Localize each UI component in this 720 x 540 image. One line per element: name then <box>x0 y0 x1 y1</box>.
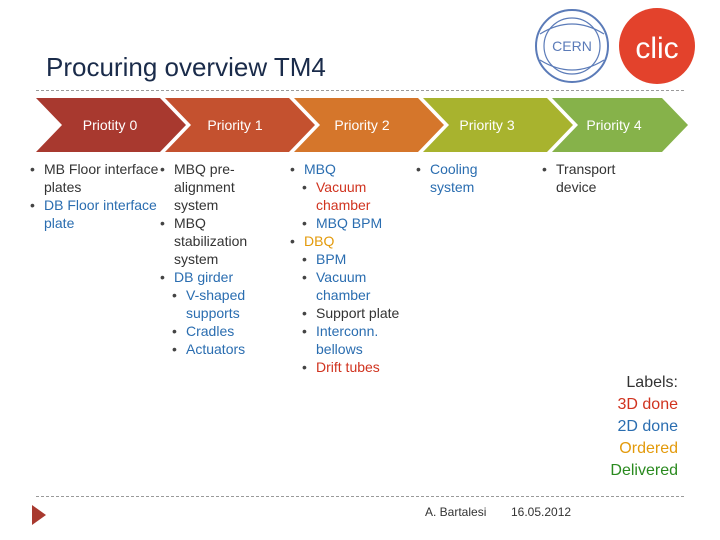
footer-date: 16.05.2012 <box>511 505 572 519</box>
item-cradles: Cradles <box>172 322 280 340</box>
item-drift-tubes: Drift tubes <box>302 358 410 376</box>
priority-label-4: Priority 4 <box>586 117 642 133</box>
chevron-p2 <box>294 98 444 152</box>
next-slide-icon[interactable] <box>32 505 46 525</box>
item-actuators: Actuators <box>172 340 280 358</box>
item-support-plate: Support plate <box>302 304 410 322</box>
legend-delivered: Delivered <box>610 462 678 479</box>
column-priority-2: MBQ Vacuum chamber MBQ BPM DBQ BPM Vacuu… <box>290 160 410 376</box>
chevron-p4 <box>552 98 688 152</box>
item-dbq-bpm: BPM <box>302 250 410 268</box>
chevron-p3 <box>423 98 573 152</box>
chevron-p1 <box>165 98 315 152</box>
clic-logo-text: clic <box>635 32 678 65</box>
item-cooling-system: Cooling system <box>416 160 516 196</box>
clic-logo: clic <box>619 8 695 84</box>
column-priority-4: Transport device <box>542 160 642 196</box>
item-db-floor-plate: DB Floor interface plate <box>30 196 160 232</box>
item-dbq: DBQ <box>290 232 410 250</box>
item-dbq-vacuum-chamber: Vacuum chamber <box>302 268 410 304</box>
priority-label-1: Priority 1 <box>207 117 263 133</box>
item-v-shaped-supports: V-shaped supports <box>172 286 280 322</box>
column-priority-3: Cooling system <box>416 160 516 196</box>
item-mbq-stabilization: MBQ stabilization system <box>160 214 280 268</box>
item-mbq-vacuum-chamber: Vacuum chamber <box>302 178 410 214</box>
item-mbq-prealignment: MBQ pre-alignment system <box>160 160 280 214</box>
priority-label-2: Priority 2 <box>334 117 390 133</box>
legend-2d-done: 2D done <box>617 418 679 435</box>
legend-3d-done: 3D done <box>617 396 679 413</box>
item-interconn-bellows: Interconn. bellows <box>302 322 410 358</box>
slide-title: Procuring overview TM4 <box>46 52 326 82</box>
cern-logo-text: CERN <box>552 38 592 54</box>
item-transport-device: Transport device <box>542 160 642 196</box>
priority-chevrons <box>36 98 688 152</box>
top-divider <box>36 90 684 91</box>
bottom-divider <box>36 496 684 497</box>
item-mb-floor-plates: MB Floor interface plates <box>30 160 160 196</box>
cern-logo: CERN <box>535 9 609 83</box>
legend-heading: Labels: <box>626 374 678 391</box>
item-mbq-bpm: MBQ BPM <box>302 214 410 232</box>
chevron-p0 <box>36 98 186 152</box>
priority-label-3: Priority 3 <box>459 117 515 133</box>
status-legend: Labels: 3D done 2D done Ordered Delivere… <box>610 372 678 482</box>
item-mbq: MBQ <box>290 160 410 178</box>
item-db-girder: DB girder <box>160 268 280 286</box>
column-priority-0: MB Floor interface plates DB Floor inter… <box>30 160 160 232</box>
footer-author: A. Bartalesi <box>425 505 487 519</box>
priority-label-0: Priotity 0 <box>82 117 138 133</box>
legend-ordered: Ordered <box>619 440 678 457</box>
column-priority-1: MBQ pre-alignment system MBQ stabilizati… <box>160 160 280 358</box>
